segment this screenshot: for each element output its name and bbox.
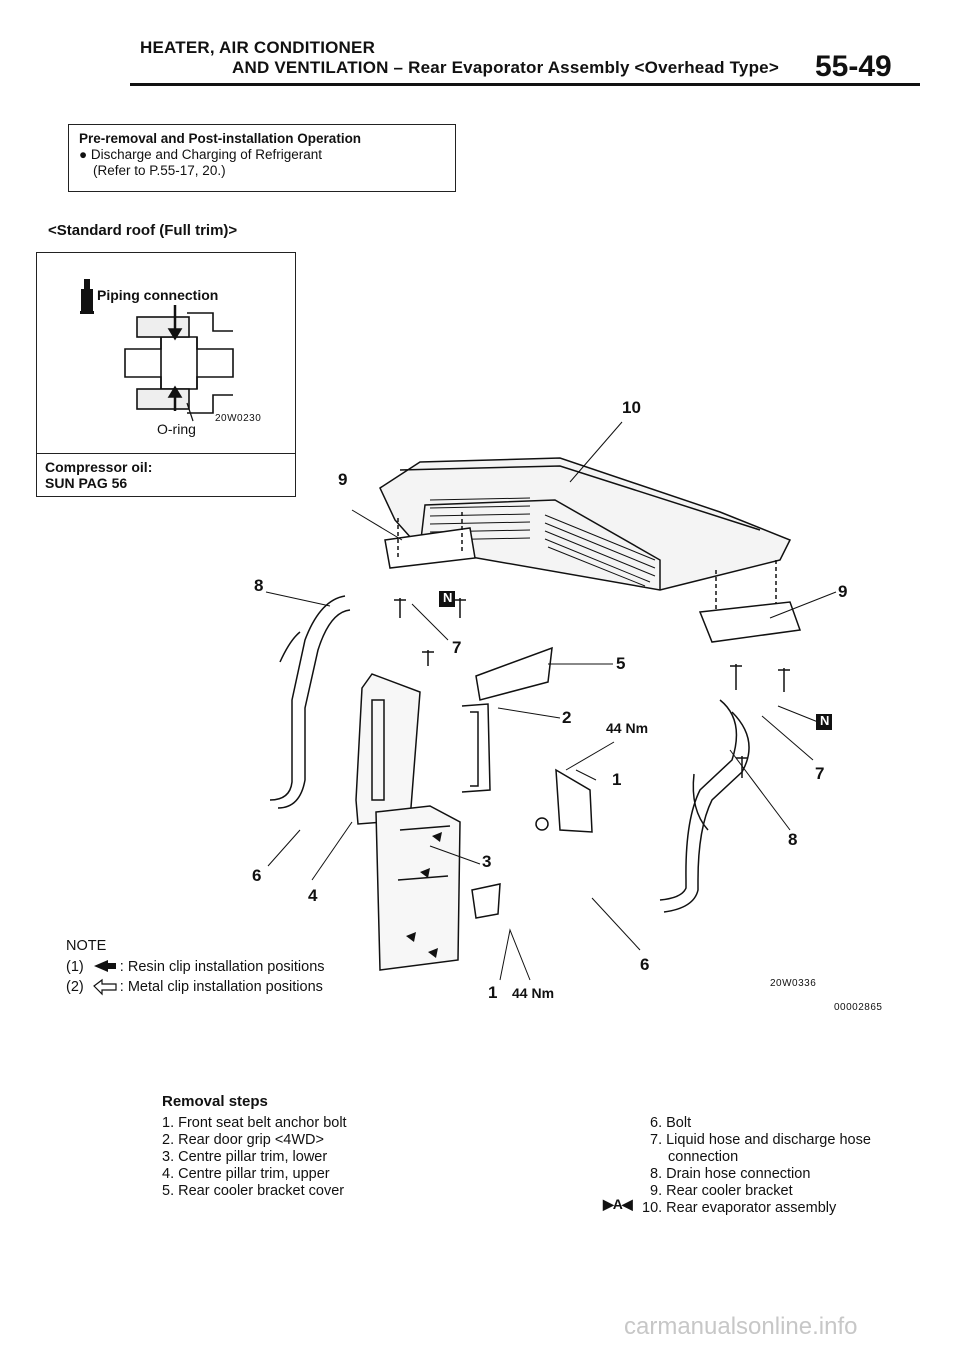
removal-step-2: 2. Rear door grip <4WD> bbox=[162, 1132, 324, 1148]
rear-cooler-bracket-right bbox=[698, 560, 802, 643]
drain-hose-left bbox=[269, 595, 351, 809]
seat-belt-anchor bbox=[471, 768, 593, 919]
header-rule bbox=[130, 83, 920, 86]
note-1-text: : Resin clip installation positions bbox=[119, 959, 325, 975]
callout-8-right: 8 bbox=[788, 830, 798, 849]
n-badge-left bbox=[439, 591, 455, 607]
callout-3: 3 bbox=[482, 852, 492, 871]
leader-lines bbox=[265, 421, 837, 981]
callout-1-lower: 1 bbox=[488, 983, 498, 1002]
resin-clip-legend-icon bbox=[94, 960, 116, 972]
pre-removal-title: Pre-removal and Post-installation Operat… bbox=[79, 131, 362, 146]
callout-7-left: 7 bbox=[452, 638, 462, 657]
removal-step-5: 5. Rear cooler bracket cover bbox=[162, 1183, 345, 1199]
header-title-line2: AND VENTILATION – Rear Evaporator Assemb… bbox=[232, 58, 779, 77]
figure-code: 20W0336 bbox=[770, 978, 817, 989]
n-badge-right bbox=[816, 714, 832, 730]
pipe-joint-drawing bbox=[124, 305, 234, 422]
piping-connection-label: Piping connection bbox=[97, 287, 219, 303]
roof-type-subtitle: <Standard roof (Full trim)> bbox=[48, 222, 238, 239]
callout-6-right: 6 bbox=[640, 955, 650, 974]
note-2-text: : Metal clip installation positions bbox=[119, 979, 323, 995]
evaporator-grille-left bbox=[429, 497, 531, 541]
watermark: carmanualsonline.info bbox=[624, 1313, 858, 1340]
page-number: 55-49 bbox=[815, 50, 892, 83]
evaporator-grille-right bbox=[544, 514, 656, 587]
centre-pillar-trim-lower bbox=[375, 805, 461, 971]
n-badge-right-label: N bbox=[820, 713, 830, 728]
piping-figure-code: 20W0230 bbox=[215, 413, 262, 424]
removal-steps-title: Removal steps bbox=[162, 1093, 268, 1110]
removal-step-7-cont: connection bbox=[668, 1149, 739, 1165]
oil-can-icon bbox=[80, 279, 94, 314]
note-title: NOTE bbox=[66, 938, 107, 954]
bolt-group bbox=[394, 598, 790, 778]
rear-door-grip bbox=[461, 703, 491, 793]
callout-9-left: 9 bbox=[338, 470, 348, 489]
torque-upper: 44 Nm bbox=[606, 720, 649, 736]
torque-lower: 44 Nm bbox=[512, 985, 555, 1001]
document-code: 00002865 bbox=[834, 1002, 883, 1013]
rear-cooler-bracket-cover bbox=[475, 646, 553, 701]
callout-5: 5 bbox=[616, 654, 626, 673]
callout-4: 4 bbox=[308, 886, 318, 905]
removal-step-6: 6. Bolt bbox=[650, 1115, 692, 1131]
service-point-marker: ▶A◀ bbox=[603, 1196, 633, 1212]
note-2-number: (2) bbox=[66, 979, 84, 995]
resin-clip-arrows bbox=[406, 832, 442, 958]
drain-hose-right bbox=[659, 699, 750, 913]
removal-step-4: 4. Centre pillar trim, upper bbox=[162, 1166, 330, 1182]
removal-step-3: 3. Centre pillar trim, lower bbox=[162, 1149, 328, 1165]
compressor-oil-label: Compressor oil: bbox=[45, 459, 153, 475]
compressor-oil-type: SUN PAG 56 bbox=[45, 475, 128, 491]
note-1-number: (1) bbox=[66, 959, 84, 975]
header-title-line1: HEATER, AIR CONDITIONER bbox=[140, 38, 376, 57]
removal-step-1: 1. Front seat belt anchor bolt bbox=[162, 1115, 347, 1131]
pre-removal-box: Pre-removal and Post-installation Operat… bbox=[68, 124, 456, 192]
callout-8-left: 8 bbox=[254, 576, 264, 595]
removal-step-9: 9. Rear cooler bracket bbox=[650, 1183, 793, 1199]
piping-connection-figure bbox=[80, 279, 234, 422]
n-badge-left-label: N bbox=[443, 590, 453, 605]
callout-1-upper: 1 bbox=[612, 770, 622, 789]
metal-clip-legend-icon bbox=[93, 978, 117, 996]
centre-pillar-trim-upper bbox=[355, 673, 421, 825]
pre-removal-ref: (Refer to P.55-17, 20.) bbox=[93, 163, 226, 178]
removal-step-7: 7. Liquid hose and discharge hose bbox=[650, 1132, 871, 1148]
piping-connection-box: Piping connection O-ring 20W0230 Compres… bbox=[36, 252, 296, 497]
callout-9-right: 9 bbox=[838, 582, 848, 601]
removal-step-8: 8. Drain hose connection bbox=[650, 1166, 811, 1182]
callout-6-left: 6 bbox=[252, 866, 262, 885]
piping-box-divider bbox=[37, 453, 295, 454]
oring-label: O-ring bbox=[157, 421, 196, 437]
note-line-1: (1) : Resin clip installation positions bbox=[66, 959, 325, 975]
callout-10: 10 bbox=[622, 398, 641, 417]
pre-removal-item: ● Discharge and Charging of Refrigerant bbox=[79, 147, 323, 162]
note-line-2: (2) : Metal clip installation positions bbox=[66, 979, 323, 995]
removal-step-10: 10. Rear evaporator assembly bbox=[642, 1200, 837, 1216]
callout-2: 2 bbox=[562, 708, 572, 727]
callout-7-right: 7 bbox=[815, 764, 825, 783]
rear-cooler-bracket-left bbox=[384, 512, 476, 569]
